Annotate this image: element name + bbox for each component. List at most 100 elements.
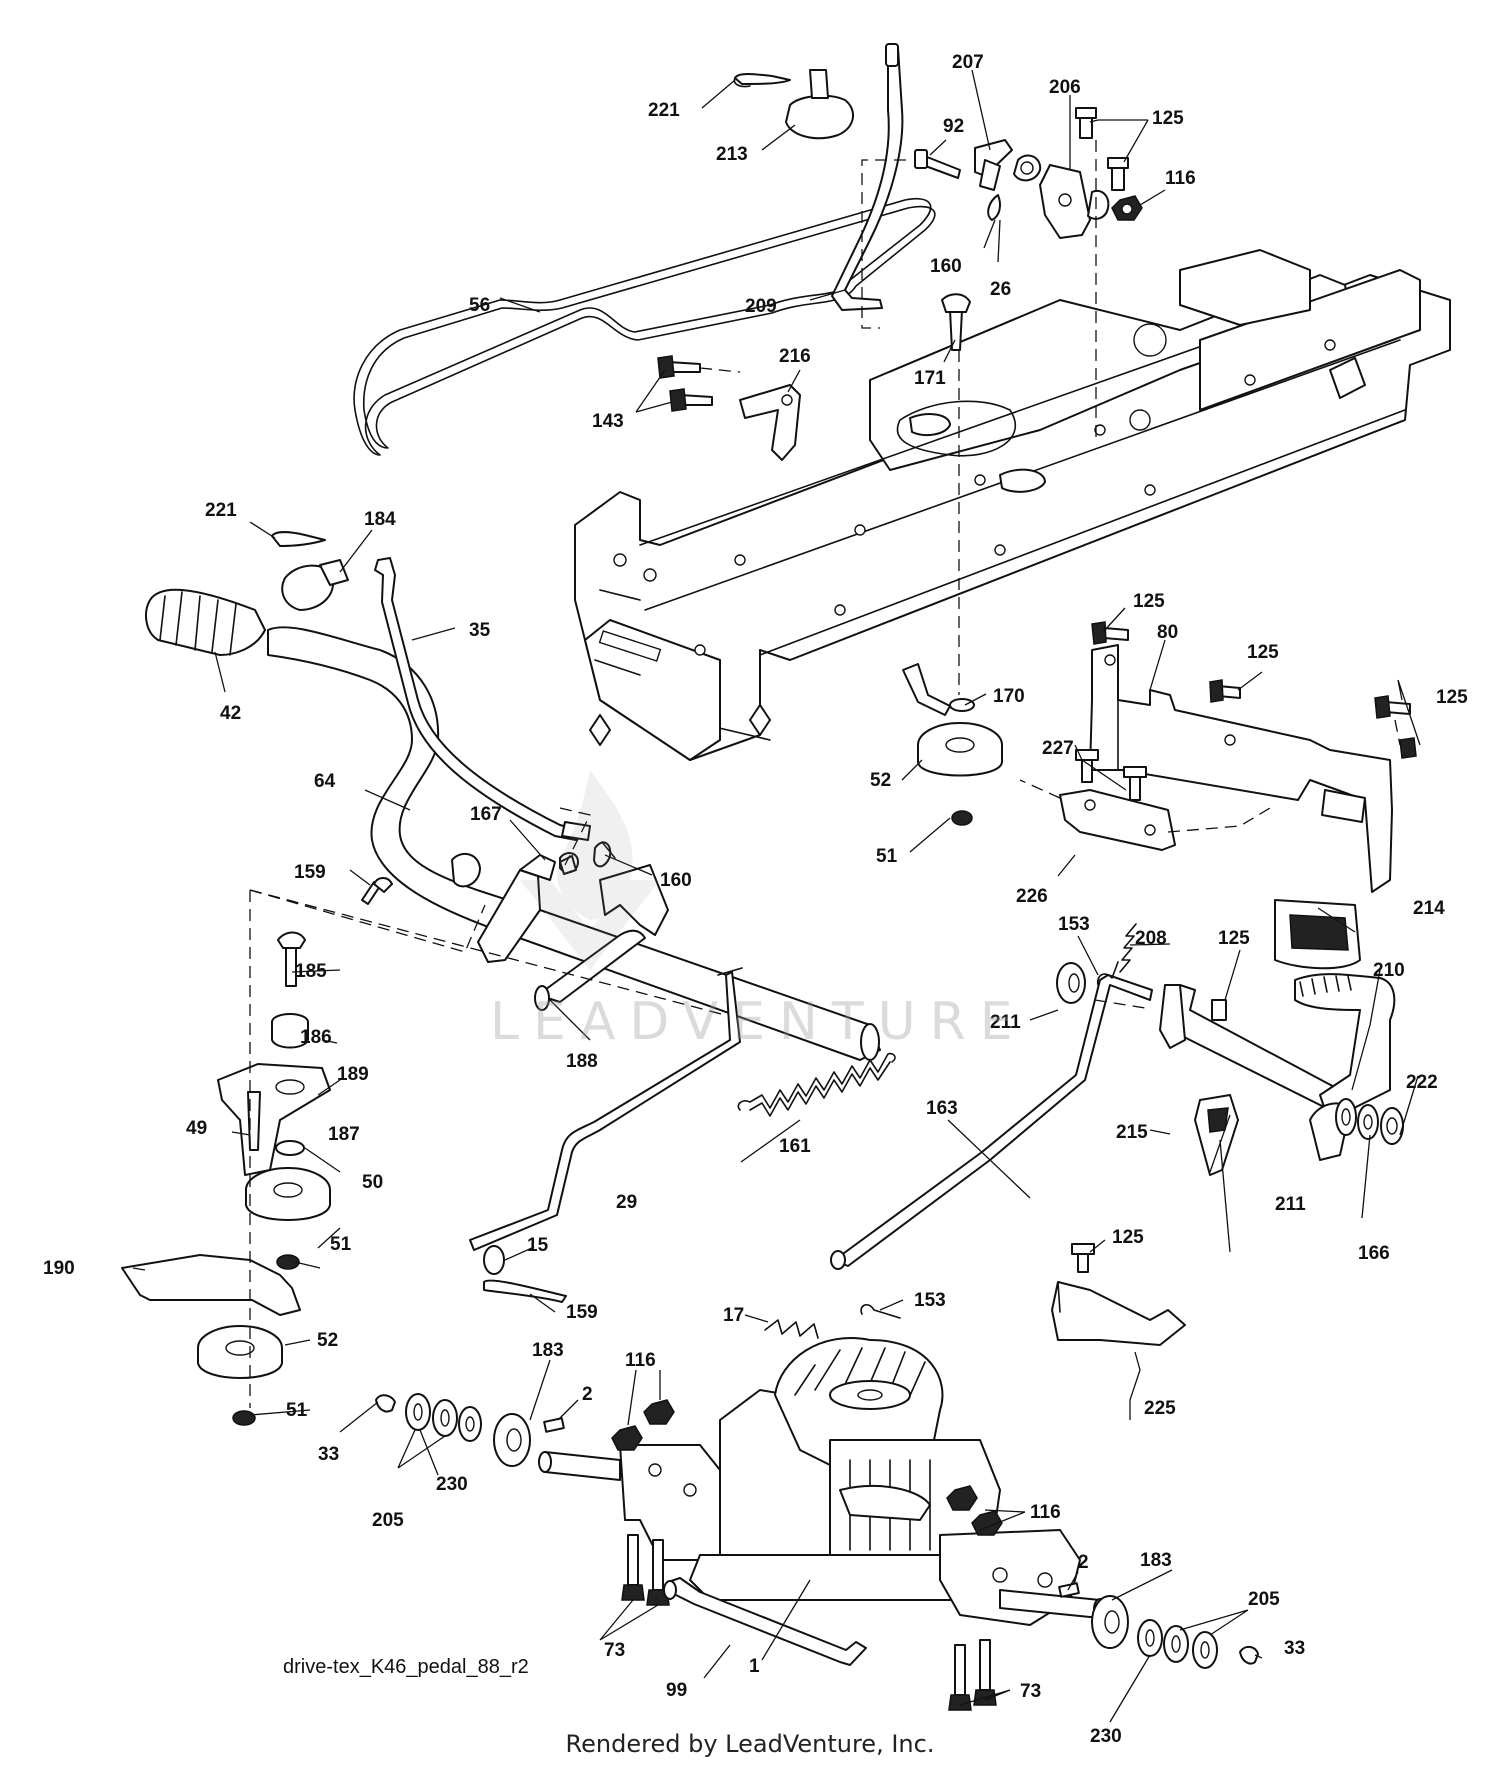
callout-159: 159 bbox=[566, 1302, 598, 1323]
callout-210: 210 bbox=[1373, 960, 1405, 981]
callout-35: 35 bbox=[469, 620, 491, 641]
callout-56: 56 bbox=[469, 295, 490, 316]
callout-221: 221 bbox=[648, 100, 680, 121]
callout-92: 92 bbox=[943, 116, 964, 137]
callout-230: 230 bbox=[436, 1474, 468, 1495]
callout-185: 185 bbox=[295, 961, 327, 982]
callout-214: 214 bbox=[1413, 898, 1445, 919]
bracket-225 bbox=[1051, 1243, 1186, 1346]
callout-166: 166 bbox=[1358, 1243, 1390, 1264]
callout-labels: 221 213 207 206 125 92 116 160 26 56 209… bbox=[43, 52, 1468, 1747]
callout-190: 190 bbox=[43, 1258, 75, 1279]
spring-161 bbox=[737, 1052, 896, 1117]
callout-2: 2 bbox=[582, 1384, 593, 1405]
callout-17: 17 bbox=[723, 1305, 744, 1326]
right-axle-hardware bbox=[1091, 1595, 1259, 1669]
callout-153: 153 bbox=[1058, 914, 1090, 935]
callout-205: 205 bbox=[1248, 1589, 1280, 1610]
callout-221: 221 bbox=[205, 500, 237, 521]
callout-161: 161 bbox=[779, 1136, 811, 1157]
callout-51: 51 bbox=[330, 1234, 352, 1255]
callout-125: 125 bbox=[1112, 1227, 1144, 1248]
callout-125: 125 bbox=[1133, 591, 1165, 612]
callout-125: 125 bbox=[1247, 642, 1279, 663]
assembly-guide-lines bbox=[249, 140, 1401, 1408]
rod-99 bbox=[663, 1577, 867, 1666]
callout-125: 125 bbox=[1436, 687, 1468, 708]
callout-205: 205 bbox=[372, 1510, 404, 1531]
callout-213: 213 bbox=[716, 144, 748, 165]
leadventure-watermark-logo bbox=[520, 770, 660, 970]
callout-125: 125 bbox=[1152, 108, 1184, 129]
callout-163: 163 bbox=[926, 1098, 958, 1119]
callout-51: 51 bbox=[286, 1400, 308, 1421]
callout-184: 184 bbox=[364, 509, 396, 530]
drive-belt bbox=[353, 198, 936, 456]
callout-187: 187 bbox=[328, 1124, 360, 1145]
callout-183: 183 bbox=[532, 1340, 564, 1361]
handle-grip-assembly bbox=[145, 531, 349, 656]
callout-73: 73 bbox=[604, 1640, 625, 1661]
frame-chassis bbox=[574, 249, 1451, 761]
callout-116: 116 bbox=[625, 1350, 656, 1371]
callout-211: 211 bbox=[1275, 1194, 1306, 1215]
callout-227: 227 bbox=[1042, 738, 1074, 759]
callout-42: 42 bbox=[220, 703, 241, 724]
callout-160: 160 bbox=[930, 256, 962, 277]
callout-52: 52 bbox=[870, 770, 891, 791]
transaxle-assembly bbox=[538, 1337, 1107, 1711]
callout-209: 209 bbox=[745, 296, 777, 317]
callout-80: 80 bbox=[1157, 622, 1178, 643]
callout-225: 225 bbox=[1144, 1398, 1176, 1419]
callout-15: 15 bbox=[527, 1235, 549, 1256]
callout-159: 159 bbox=[294, 862, 326, 883]
shift-lever-assembly bbox=[733, 43, 904, 311]
callout-153: 153 bbox=[914, 1290, 946, 1311]
callout-51: 51 bbox=[876, 846, 898, 867]
callout-186: 186 bbox=[300, 1027, 332, 1048]
callout-208: 208 bbox=[1135, 928, 1167, 949]
brake-bracket-assembly bbox=[914, 107, 1143, 351]
callout-125: 125 bbox=[1218, 928, 1250, 949]
callout-216: 216 bbox=[779, 346, 811, 367]
small-hardware-159-167-160 bbox=[361, 841, 616, 905]
callout-188: 188 bbox=[566, 1051, 598, 1072]
control-rod-35 bbox=[374, 557, 591, 841]
callout-52: 52 bbox=[317, 1330, 338, 1351]
watermark-text: LEADVENTURE bbox=[490, 992, 1027, 1052]
callout-171: 171 bbox=[914, 368, 946, 389]
callout-33: 33 bbox=[1284, 1638, 1305, 1659]
callout-116: 116 bbox=[1165, 168, 1196, 189]
callout-189: 189 bbox=[337, 1064, 369, 1085]
left-pulley-stack bbox=[121, 931, 331, 1426]
callout-143: 143 bbox=[592, 411, 624, 432]
render-credit-caption: Rendered by LeadVenture, Inc. bbox=[565, 1730, 935, 1758]
bracket-80-226 bbox=[1059, 621, 1417, 893]
callout-29: 29 bbox=[616, 1192, 637, 1213]
callout-170: 170 bbox=[993, 686, 1025, 707]
callout-222: 222 bbox=[1406, 1072, 1438, 1093]
left-axle-hardware bbox=[375, 1393, 531, 1467]
callout-206: 206 bbox=[1049, 77, 1081, 98]
callout-73: 73 bbox=[1020, 1681, 1041, 1702]
callout-64: 64 bbox=[314, 771, 336, 792]
callout-116: 116 bbox=[1030, 1502, 1061, 1523]
diagram-id-label: drive-tex_K46_pedal_88_r2 bbox=[283, 1656, 529, 1678]
callout-160: 160 bbox=[660, 870, 692, 891]
callout-2: 2 bbox=[1078, 1552, 1089, 1573]
callout-99: 99 bbox=[666, 1680, 687, 1701]
callout-215: 215 bbox=[1116, 1122, 1148, 1143]
callout-50: 50 bbox=[362, 1172, 383, 1193]
pedal-assembly bbox=[1056, 899, 1404, 1176]
bracket-216-assembly bbox=[657, 355, 801, 461]
small-parts-15-159-17-153 bbox=[483, 1245, 901, 1339]
callout-26: 26 bbox=[990, 279, 1011, 300]
callout-211: 211 bbox=[990, 1012, 1021, 1033]
callout-1: 1 bbox=[749, 1656, 760, 1677]
callout-167: 167 bbox=[470, 804, 502, 825]
callout-230: 230 bbox=[1090, 1726, 1122, 1747]
callout-226: 226 bbox=[1016, 886, 1048, 907]
callout-207: 207 bbox=[952, 52, 984, 73]
